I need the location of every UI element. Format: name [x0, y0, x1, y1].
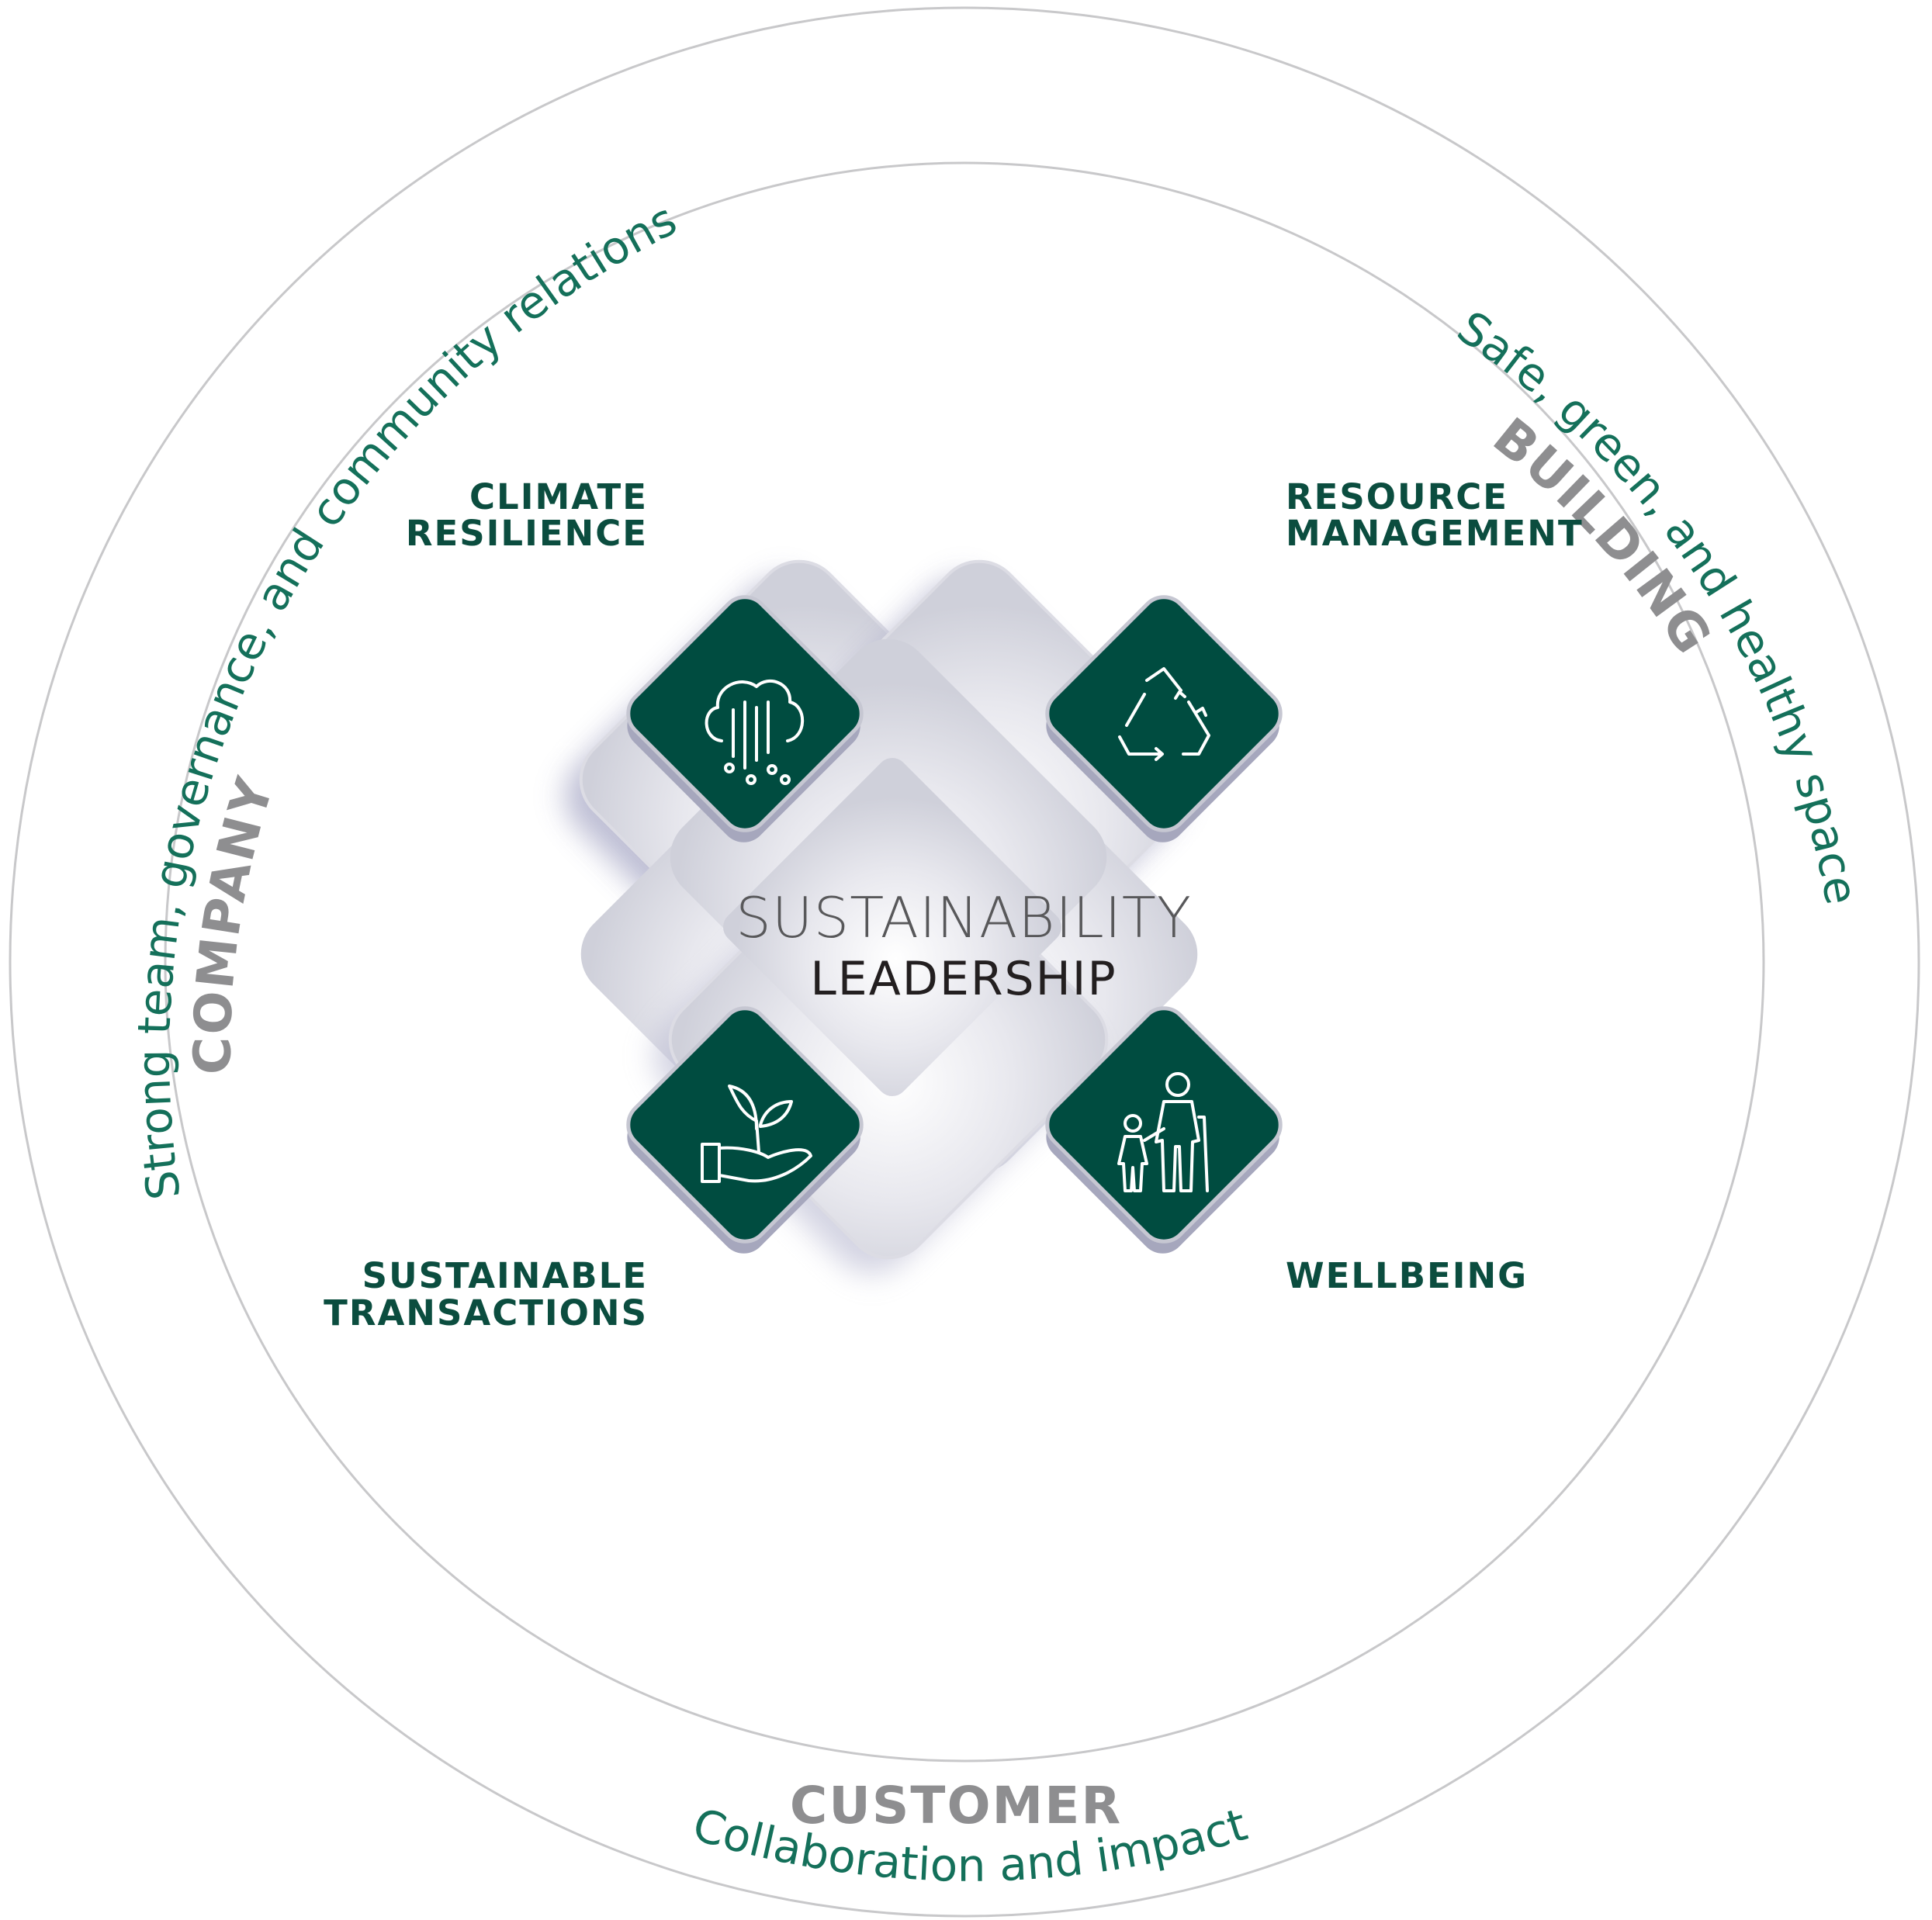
climate-resilience-tile: [626, 595, 864, 842]
cloud-rain-icon: [705, 679, 805, 785]
wellbeing-label: WELLBEING: [1286, 1255, 1528, 1296]
inner-ring: [164, 161, 1765, 1763]
outer-ring: [9, 6, 1920, 1918]
sustainable-transactions-tile: [626, 1006, 864, 1254]
resource-management-tile: [1045, 595, 1283, 842]
center-title-line2: LEADERSHIP: [810, 952, 1117, 1006]
hand-plant-icon: [701, 1085, 812, 1183]
resource-label-line2: MANAGEMENT: [1286, 513, 1584, 554]
wellbeing-tile: [1045, 1006, 1283, 1254]
recycle-icon: [1118, 667, 1210, 761]
transactions-label-line2: TRANSACTIONS: [324, 1292, 648, 1334]
resource-label-line1: RESOURCE: [1286, 476, 1508, 517]
customer-title: CUSTOMER: [790, 1776, 1122, 1835]
transactions-label-line1: SUSTAINABLE: [362, 1255, 648, 1296]
family-icon: [1117, 1072, 1209, 1192]
climate-label-line1: CLIMATE: [469, 476, 648, 517]
center-title-line1: SUSTAINABILITY: [736, 885, 1192, 950]
climate-label-line2: RESILIENCE: [406, 513, 648, 554]
